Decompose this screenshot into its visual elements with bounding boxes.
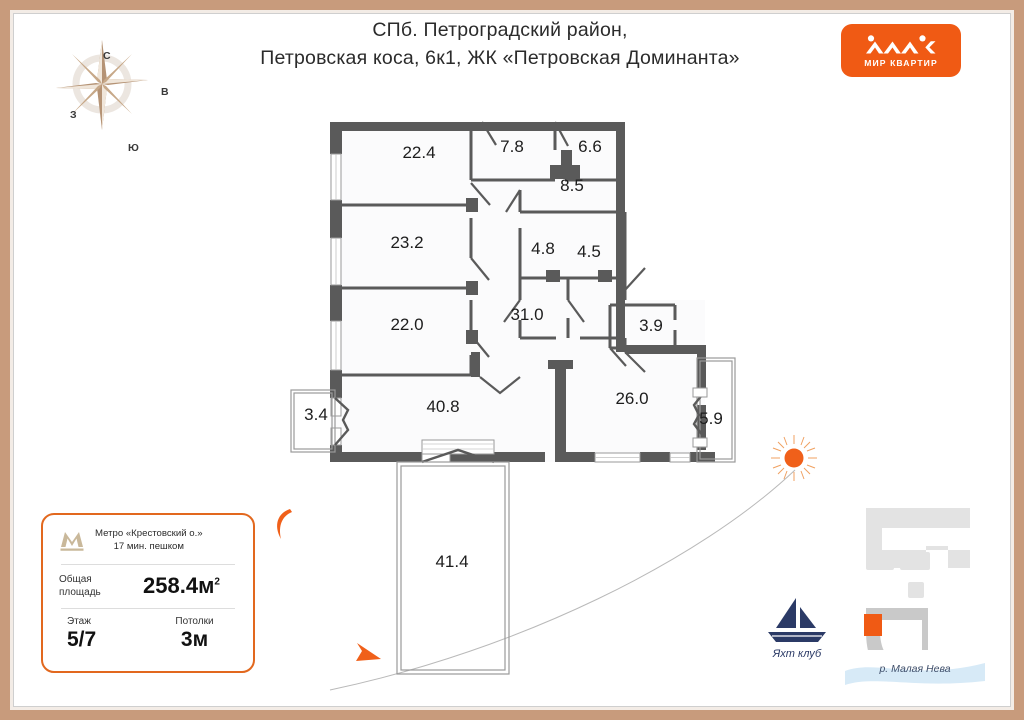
- title-line-1: СПб. Петроградский район,: [372, 19, 628, 41]
- area-label-line1: Общая: [59, 574, 92, 585]
- total-area-value: 258.4м2: [143, 573, 220, 598]
- ceiling-value: 3м: [180, 628, 209, 651]
- sailboat-icon: [768, 598, 826, 642]
- compass-icon: [56, 40, 148, 130]
- total-area-row: Общая площадь 258.4м2: [43, 565, 253, 599]
- card-divider-1: [61, 564, 235, 565]
- card-divider-2: [61, 608, 235, 609]
- metro-name: Метро «Крестовский о.»: [95, 528, 203, 539]
- compass-east-label: В: [161, 86, 169, 98]
- compass-south-label: Ю: [128, 142, 139, 154]
- decorative-frame-inner: [13, 13, 1011, 707]
- compass-north-label: С: [103, 50, 111, 62]
- ceiling-block: Потолки 3м: [152, 616, 237, 652]
- metro-walk-time: 17 мин. пешком: [113, 541, 184, 552]
- sun-icon: [770, 434, 818, 482]
- yacht-club-marker: Яхт клуб: [760, 595, 834, 665]
- moon-icon: [272, 508, 298, 542]
- floor-ceiling-row: Этаж 5/7 Потолки 3м: [43, 609, 253, 652]
- metro-info: Метро «Крестовский о.» 17 мин. пешком: [43, 515, 253, 555]
- site-map-thumbnail: [858, 500, 978, 670]
- logo-mark-icon: [866, 34, 936, 53]
- river-band-icon: [845, 663, 985, 685]
- river-label: р. Малая Нева: [879, 663, 951, 675]
- yacht-club-label: Яхт клуб: [772, 648, 822, 660]
- page-title: СПб. Петроградский район, Петровская кос…: [210, 16, 790, 72]
- floor-label: Этаж: [67, 616, 91, 627]
- floor-value: 5/7: [67, 628, 97, 651]
- decorative-frame-middle: [10, 10, 1014, 710]
- logo-text: МИР КВАРТИР: [864, 57, 938, 68]
- info-card: Метро «Крестовский о.» 17 мин. пешком Об…: [41, 513, 255, 673]
- floor-block: Этаж 5/7: [59, 616, 152, 652]
- ceiling-label: Потолки: [175, 616, 214, 627]
- title-line-2: Петровская коса, 6к1, ЖК «Петровская Дом…: [260, 47, 740, 69]
- brand-logo[interactable]: МИР КВАРТИР: [841, 24, 961, 77]
- river-marker: р. Малая Нева: [845, 655, 985, 689]
- compass-west-label: З: [70, 109, 77, 121]
- compass-rose: С В Ю З: [44, 26, 169, 154]
- metro-icon: [60, 532, 84, 551]
- area-label-line2: площадь: [59, 587, 101, 598]
